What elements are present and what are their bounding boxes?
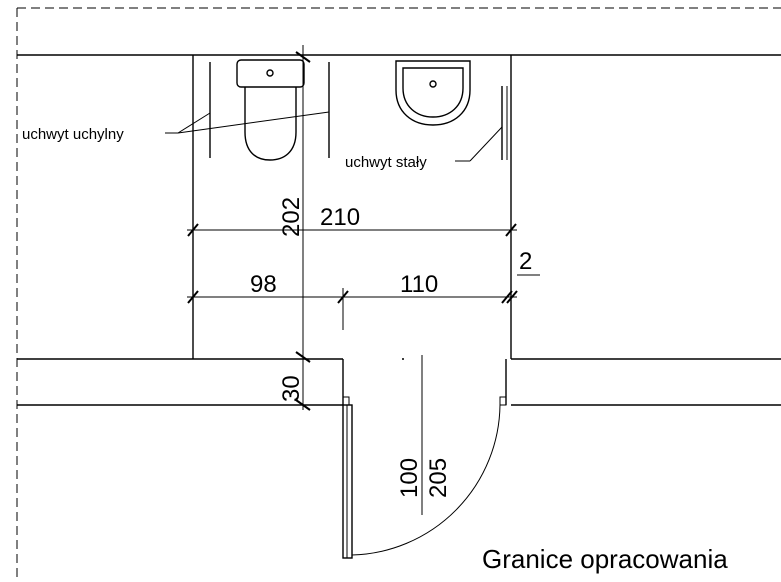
boundary-dashed-line [16, 7, 781, 582]
grab-bars [209, 62, 508, 160]
leader-lines [165, 111, 503, 162]
toilet-icon [236, 59, 305, 161]
door-icon [342, 355, 501, 559]
dimension-210: 210 [320, 204, 360, 231]
dimension-110: 110 [400, 271, 438, 298]
door-width-label: 100 [396, 458, 423, 498]
dimension-2: 2 [519, 248, 532, 275]
dimension-lines [187, 45, 540, 411]
dimension-202: 202 [278, 197, 305, 237]
grab-bar-fixed-label: uchwyt stały [345, 154, 427, 171]
washbasin-icon [395, 60, 471, 126]
dimension-30: 30 [278, 375, 305, 402]
door-height-label: 205 [425, 458, 452, 498]
grab-bar-hinged-label: uchwyt uchylny [22, 126, 124, 143]
dimension-98: 98 [250, 271, 277, 298]
boundary-label: Granice opracowania [482, 544, 728, 574]
walls [17, 54, 781, 406]
